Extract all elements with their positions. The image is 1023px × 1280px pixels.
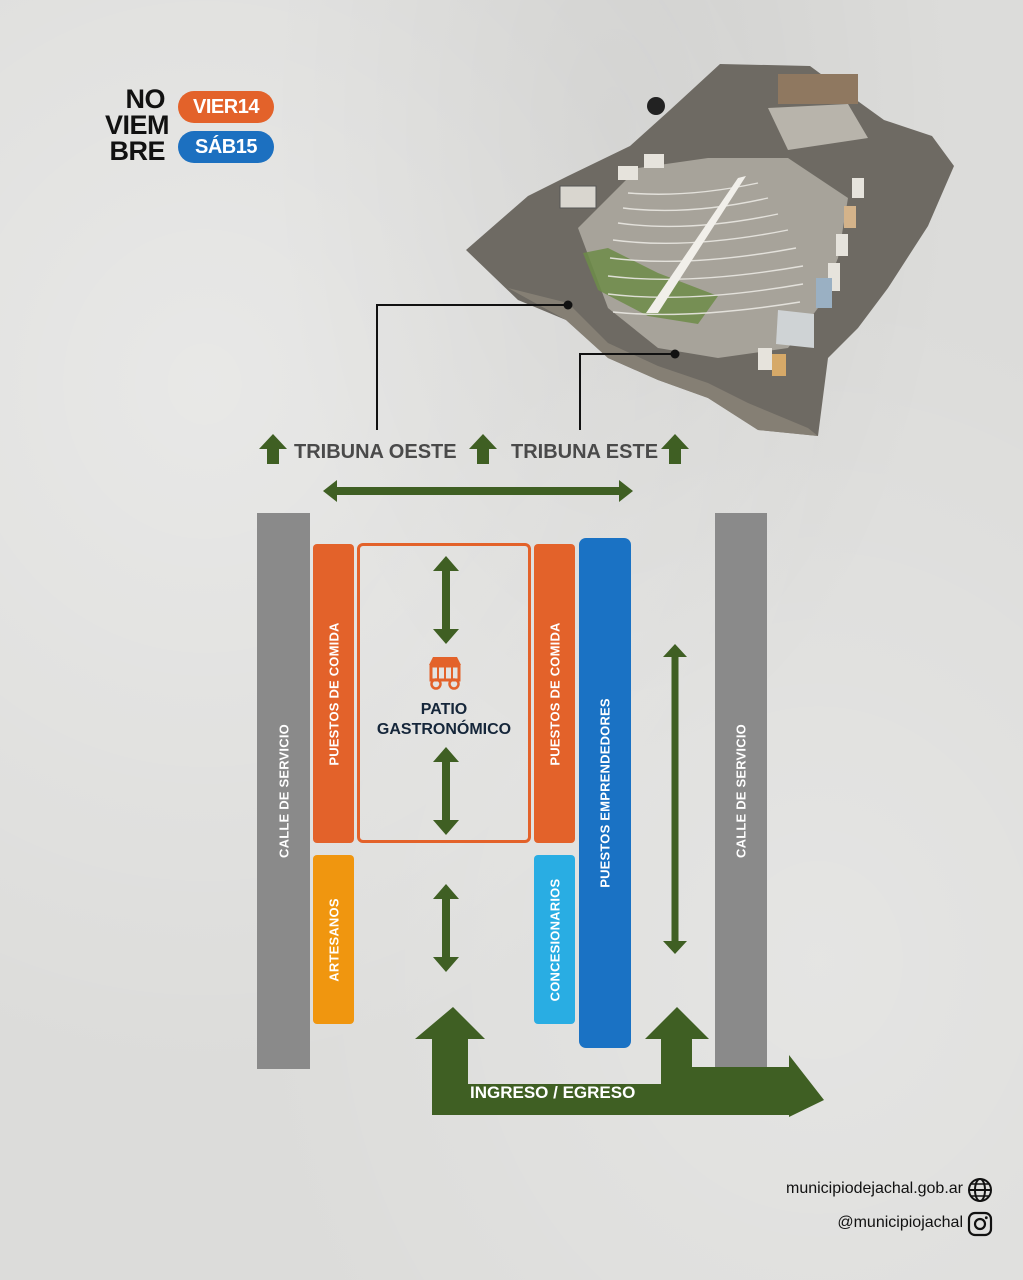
vertical-double-arrow-icon (433, 747, 459, 835)
vertical-double-arrow-icon (663, 644, 687, 954)
tribuna-oeste-label: TRIBUNA OESTE (294, 441, 457, 463)
instagram-handle[interactable]: @municipiojachal (837, 1214, 963, 1231)
calle-servicio-left-label: CALLE DE SERVICIO (276, 724, 291, 858)
puestos-comida-right: PUESTOS DE COMIDA (534, 544, 575, 843)
patio-label-line-2: GASTRONÓMICO (376, 721, 512, 738)
aerial-view-image (466, 64, 954, 436)
puestos-comida-left: PUESTOS DE COMIDA (313, 544, 354, 843)
date-badge-saturday: SÁB15 (178, 131, 274, 163)
month-line-1: NO (125, 84, 166, 114)
date-badge-friday: VIER14 (178, 91, 274, 123)
artesanos-label: ARTESANOS (326, 897, 341, 982)
patio-label-line-1: PATIO (420, 701, 468, 718)
instagram-icon (967, 1211, 993, 1237)
food-cart-icon (429, 657, 461, 690)
vertical-double-arrow-icon (433, 884, 459, 972)
puestos-emprendedores-area: PUESTOS EMPRENDEDORES (579, 538, 631, 1048)
double-arrow-icon (323, 480, 633, 502)
callout-lines (376, 300, 680, 430)
puestos-emprendedores-label: PUESTOS EMPRENDEDORES (597, 698, 613, 888)
patio-gastronomico-area (357, 543, 531, 843)
month-line-3: BRE (109, 136, 165, 166)
calle-servicio-left: CALLE DE SERVICIO (257, 513, 310, 1069)
calle-servicio-right: CALLE DE SERVICIO (715, 513, 767, 1069)
month-label: NO VIEM BRE (105, 84, 170, 166)
arrow-up-icon (469, 434, 497, 464)
puestos-comida-left-label: PUESTOS DE COMIDA (326, 621, 341, 766)
puestos-comida-right-label: PUESTOS DE COMIDA (547, 621, 562, 766)
ingreso-egreso-arrows (415, 1007, 824, 1117)
month-line-2: VIEM (105, 110, 170, 140)
concesionarios-area: CONCESIONARIOS (534, 855, 575, 1024)
website-link[interactable]: municipiodejachal.gob.ar (786, 1180, 963, 1197)
artesanos-area: ARTESANOS (313, 855, 354, 1024)
ingreso-egreso-label: INGRESO / EGRESO (470, 1083, 636, 1102)
patio-gastronomico-label: PATIO GASTRONÓMICO (357, 700, 531, 740)
vertical-double-arrow-icon (433, 556, 459, 644)
arrow-up-icon (661, 434, 689, 464)
arrow-up-icon (259, 434, 287, 464)
calle-servicio-right-label: CALLE DE SERVICIO (733, 724, 749, 858)
globe-icon (968, 1178, 992, 1202)
concesionarios-label: CONCESIONARIOS (547, 878, 562, 1001)
tribuna-este-label: TRIBUNA ESTE (511, 441, 659, 463)
